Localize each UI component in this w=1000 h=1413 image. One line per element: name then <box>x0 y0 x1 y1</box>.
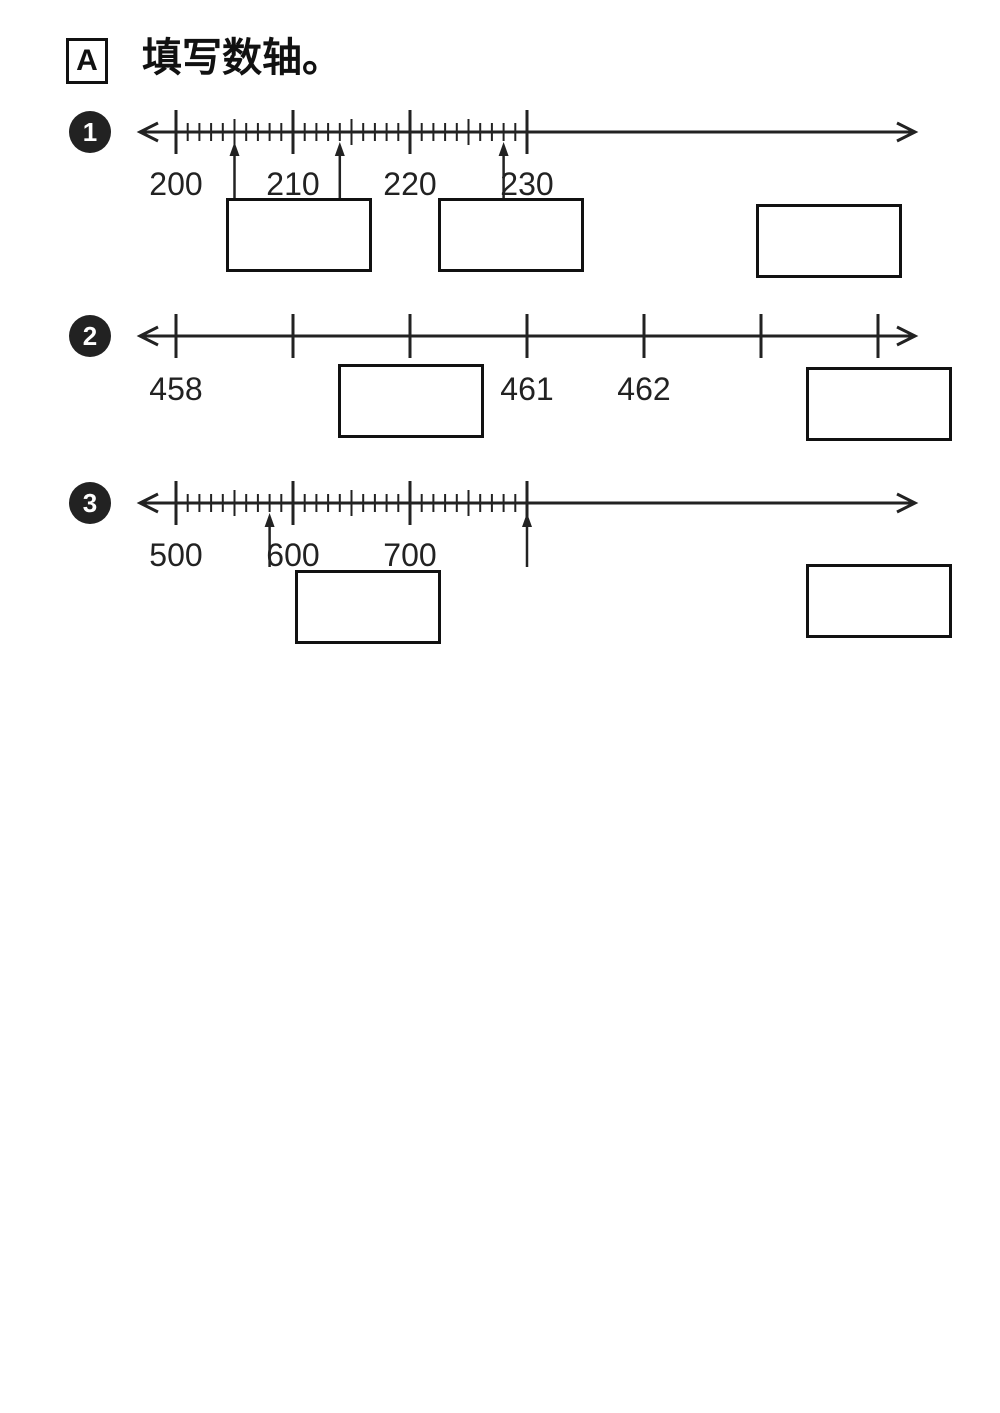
instruction-text: 填写数轴。 <box>142 34 342 81</box>
tick-label: 462 <box>617 371 670 407</box>
problem-number-circle <box>69 482 111 524</box>
answer-box[interactable] <box>338 364 484 438</box>
answer-input[interactable] <box>341 367 481 435</box>
line-arrowhead-left <box>136 121 159 143</box>
tick-label: 600 <box>266 537 319 573</box>
problem-3-marker: 3 <box>69 482 111 524</box>
answer-input[interactable] <box>759 207 899 275</box>
answer-input[interactable] <box>298 573 438 641</box>
pointer-arrow-head <box>229 142 240 156</box>
problem-number: 1 <box>83 117 97 147</box>
answer-box[interactable] <box>226 198 372 272</box>
tick-label: 500 <box>149 537 202 573</box>
answer-input[interactable] <box>229 201 369 269</box>
line-arrowhead-right <box>896 121 919 143</box>
pointer-arrow-head <box>522 513 532 527</box>
tick-label: 458 <box>149 371 202 407</box>
pointer-arrow-head <box>334 142 345 156</box>
answer-box[interactable] <box>295 570 441 644</box>
line-arrowhead-left <box>136 325 159 347</box>
answer-input[interactable] <box>809 567 949 635</box>
section-badge: A <box>66 38 108 84</box>
line-arrowhead-left <box>136 492 159 514</box>
tick-label: 700 <box>383 537 436 573</box>
tick-label: 461 <box>500 371 553 407</box>
problem-2-marker: 2 <box>69 315 111 357</box>
problem-number-circle <box>69 315 111 357</box>
answer-box[interactable] <box>756 204 902 278</box>
answer-input[interactable] <box>809 370 949 438</box>
tick-label: 200 <box>149 166 202 202</box>
problem-number: 2 <box>83 321 97 351</box>
answer-box[interactable] <box>438 198 584 272</box>
problem-number-circle <box>69 111 111 153</box>
problem-1-marker: 1 <box>69 111 111 153</box>
pointer-arrow-head <box>264 513 275 527</box>
answer-box[interactable] <box>806 367 952 441</box>
line-arrowhead-right <box>896 492 919 514</box>
answer-input[interactable] <box>441 201 581 269</box>
tick-label: 230 <box>500 166 553 202</box>
tick-label: 220 <box>383 166 436 202</box>
answer-box[interactable] <box>806 564 952 638</box>
pointer-arrow-head <box>498 142 509 156</box>
line-arrowhead-right <box>896 325 919 347</box>
tick-label: 210 <box>266 166 319 202</box>
problem-number: 3 <box>83 488 97 518</box>
